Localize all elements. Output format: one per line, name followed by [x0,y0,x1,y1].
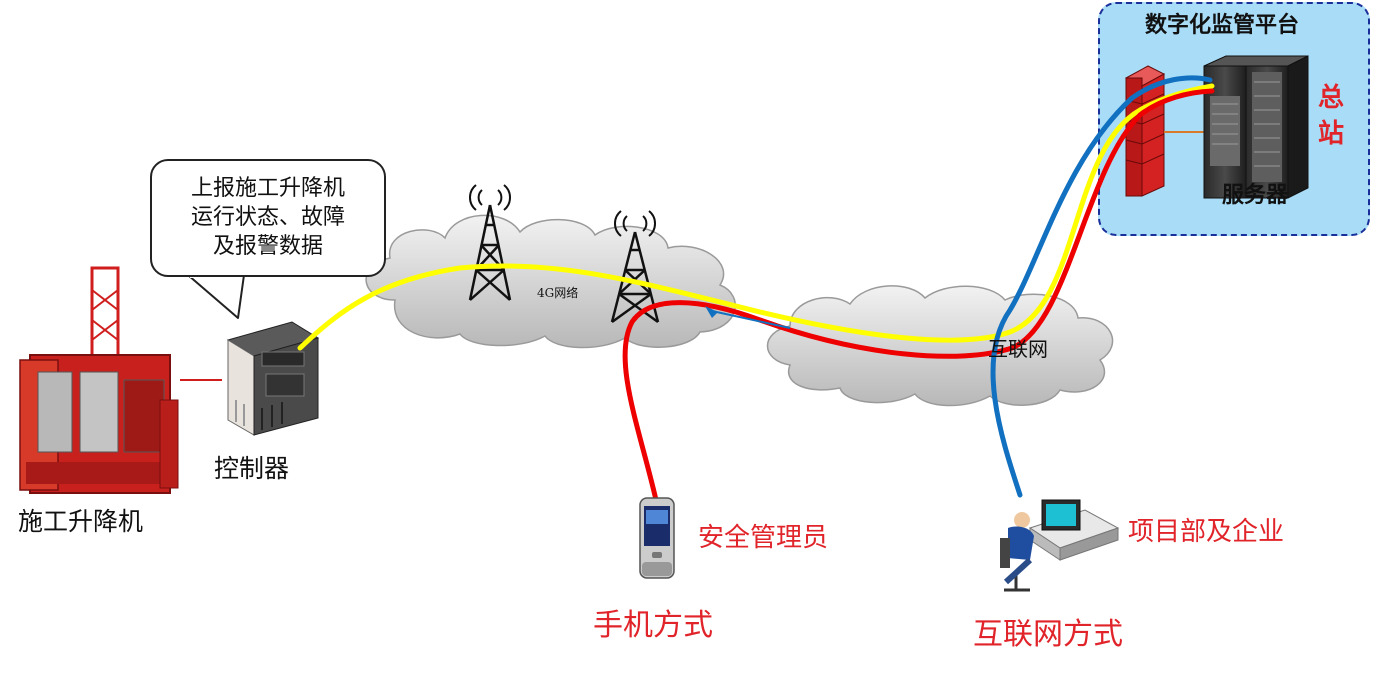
project-enterprise-label: 项目部及企业 [1128,517,1285,547]
controller-box-icon [226,321,320,436]
blue-link-workstation-to-server [990,75,1213,498]
arrow-icon [705,306,718,318]
mobile-mode-label: 手机方式 [593,608,713,643]
workstation-user-icon [1000,499,1120,592]
radio-tower-icon-1 [468,184,512,301]
safety-manager-label: 安全管理员 [698,523,829,553]
bubble-line-3: 及报警数据 [212,234,323,259]
speech-bubble: 上报施工升降机 运行状态、故障 及报警数据 [150,159,386,277]
mobile-phone-icon [639,497,675,579]
headquarters-label-2: 站 [1318,119,1345,149]
network-4g-label: 4G网络 [537,286,579,300]
bubble-line-2: 运行状态、故障 [190,205,345,230]
speech-bubble-tail [187,274,245,319]
controller-label: 控制器 [214,454,290,483]
hoist-label: 施工升降机 [18,507,144,536]
blue-arrow-line [711,310,791,329]
server-label: 服务器 [1222,183,1289,208]
construction-hoist-icon [19,266,179,494]
red-link-mobile-to-server [622,88,1215,503]
yellow-link-controller-to-server [297,83,1215,351]
internet-label: 互联网 [988,337,1048,361]
cloud-icon-internet [766,285,1114,407]
platform-title: 数字化监管平台 [1145,13,1300,38]
bubble-line-1: 上报施工升降机 [190,176,345,201]
server-rack-icon [1203,55,1309,199]
internet-mode-label: 互联网方式 [973,617,1123,652]
headquarters-label-1: 总 [1318,83,1345,113]
cloud-icon-4g [365,214,736,349]
